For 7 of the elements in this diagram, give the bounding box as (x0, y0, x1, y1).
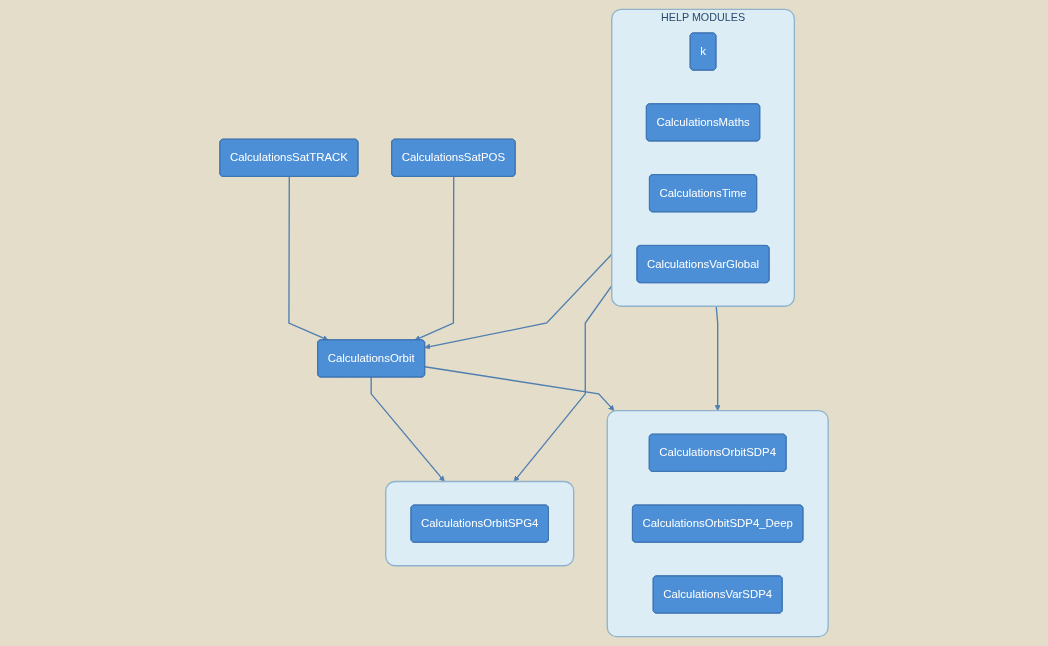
arrow (714, 305, 721, 411)
arrow (414, 176, 455, 341)
arrow (424, 366, 615, 411)
cluster (385, 480, 575, 567)
arrow (370, 376, 445, 482)
arrow (288, 176, 329, 341)
cluster (606, 409, 829, 638)
